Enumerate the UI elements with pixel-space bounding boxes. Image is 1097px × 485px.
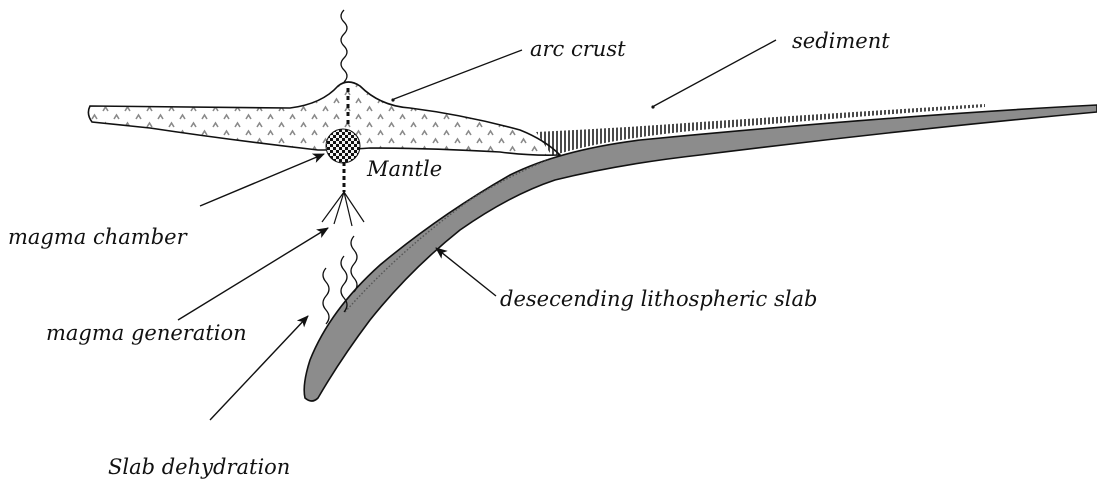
magma-generation-fan — [322, 192, 364, 226]
arc-crust-body — [88, 82, 560, 155]
magma-chamber-blob — [326, 129, 360, 163]
sediment-leader — [654, 40, 776, 106]
magma-generation-label: magma generation — [46, 321, 247, 345]
arc-crust-leader — [394, 50, 522, 99]
sediment-leader-tip — [651, 105, 654, 108]
descending-slab-label: desecending lithospheric slab — [500, 287, 817, 311]
mantle-label: Mantle — [366, 157, 442, 181]
magma-generation-arrow — [178, 228, 328, 320]
eruption-plume — [341, 10, 347, 82]
magma-chamber-label: magma chamber — [8, 225, 189, 249]
slab-dehydration-label: Slab dehydration — [108, 455, 290, 479]
descending-slab-arrow — [436, 248, 496, 296]
sediment-label: sediment — [792, 29, 890, 53]
arc-crust-leader-tip — [391, 98, 394, 101]
magma-chamber-arrow — [200, 154, 324, 206]
arc-crust-label: arc crust — [530, 37, 626, 61]
